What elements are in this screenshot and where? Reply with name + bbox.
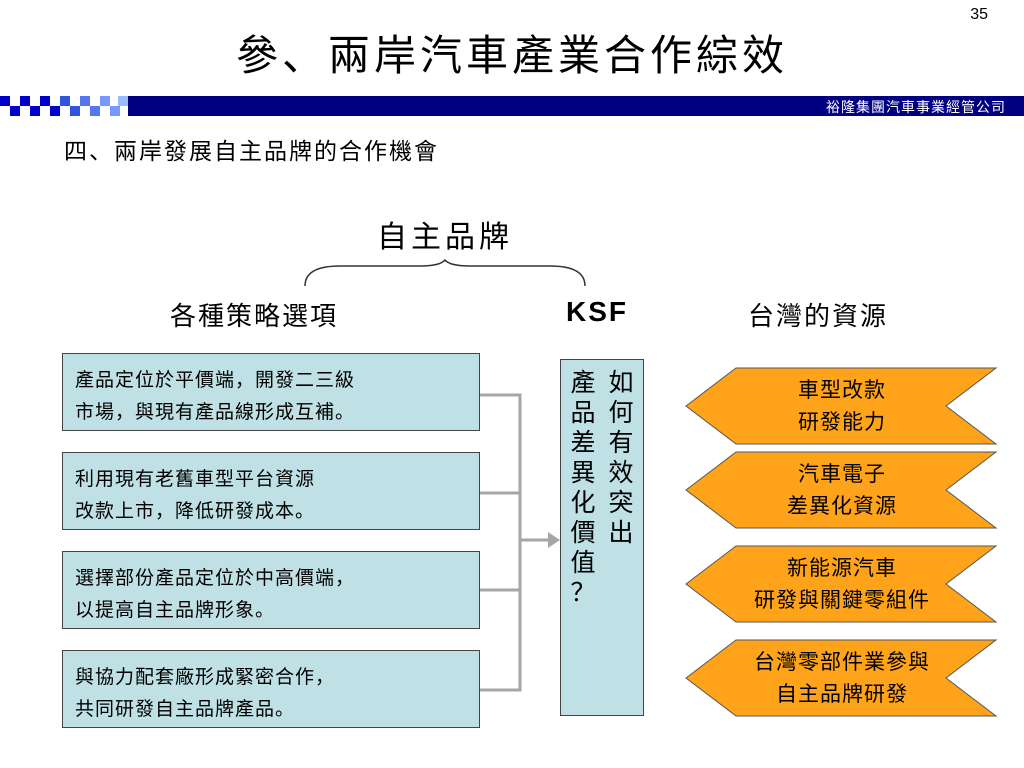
ksf-column-right: 如 何 有 效 突 出	[603, 368, 639, 548]
strategy-box: 與協力配套廠形成緊密合作， 共同研發自主品牌產品。	[62, 650, 480, 728]
ksf-char: 何	[608, 398, 634, 427]
ksf-char: 化	[570, 488, 596, 517]
strategy-box: 利用現有老舊車型平台資源 改款上市，降低研發成本。	[62, 452, 480, 530]
resource-line: 台灣零部件業參與	[754, 650, 930, 674]
column-header-strategy: 各種策略選項	[170, 302, 339, 332]
strategy-line: 產品定位於平價端，開發二三級	[75, 369, 356, 391]
strategy-line: 利用現有老舊車型平台資源	[75, 468, 316, 490]
resource-line: 新能源汽車	[787, 556, 897, 580]
strategy-line: 改款上市，降低研發成本。	[75, 500, 316, 522]
header-bar-fill: 裕隆集團汽車事業經管公司	[128, 96, 1024, 116]
resource-label: 車型改款 研發能力	[692, 374, 992, 438]
company-name: 裕隆集團汽車事業經管公司	[826, 100, 1006, 116]
brace-icon	[304, 258, 586, 287]
ksf-char: ？	[570, 578, 596, 607]
resource-label: 台灣零部件業參與 自主品牌研發	[692, 646, 992, 710]
resource-line: 研發能力	[798, 410, 886, 434]
strategy-line: 選擇部份產品定位於中高價端，	[75, 567, 356, 589]
ksf-char: 效	[608, 458, 634, 487]
pattern-square	[40, 96, 50, 106]
resource-label: 汽車電子 差異化資源	[692, 458, 992, 522]
ksf-char: 品	[570, 398, 596, 427]
pattern-square	[20, 96, 30, 106]
ksf-char: 差	[570, 428, 596, 457]
pattern-square	[110, 106, 120, 116]
pattern-square	[60, 96, 70, 106]
ksf-char: 價	[570, 518, 596, 547]
resource-line: 差異化資源	[787, 494, 897, 518]
strategy-line: 與協力配套廠形成緊密合作，	[75, 666, 336, 688]
pattern-square	[30, 106, 40, 116]
page-number: 35	[970, 6, 988, 23]
ksf-char: 突	[608, 488, 634, 517]
column-header-ksf: KSF	[566, 296, 628, 327]
ksf-box: 產 品 差 異 化 價 值 ？ 如 何 有 效 突 出	[560, 359, 644, 716]
strategy-box: 選擇部份產品定位於中高價端， 以提高自主品牌形象。	[62, 551, 480, 629]
resource-line: 自主品牌研發	[776, 682, 908, 706]
header-bar: 裕隆集團汽車事業經管公司	[0, 96, 1024, 116]
pattern-square	[90, 106, 100, 116]
resource-label: 新能源汽車 研發與關鍵零組件	[692, 552, 992, 616]
ksf-char: 異	[570, 458, 596, 487]
ksf-char: 出	[608, 518, 634, 547]
ksf-column-left: 產 品 差 異 化 價 值 ？	[565, 368, 601, 608]
pattern-square	[100, 96, 110, 106]
pattern-square	[50, 106, 60, 116]
resource-line: 車型改款	[798, 378, 886, 402]
pattern-square	[10, 106, 20, 116]
ksf-char: 值	[570, 548, 596, 577]
connector-line	[480, 393, 522, 692]
ksf-char: 產	[570, 368, 596, 397]
column-header-resource: 台灣的資源	[748, 302, 889, 332]
resource-line: 汽車電子	[798, 462, 886, 486]
strategy-line: 市場，與現有產品線形成互補。	[75, 401, 356, 423]
brand-label: 自主品牌	[377, 220, 513, 255]
resource-line: 研發與關鍵零組件	[754, 588, 930, 612]
strategy-line: 共同研發自主品牌產品。	[75, 698, 296, 720]
strategy-box: 產品定位於平價端，開發二三級 市場，與現有產品線形成互補。	[62, 353, 480, 431]
ksf-char: 如	[608, 368, 634, 397]
slide-title: 參、兩岸汽車產業合作綜效	[235, 31, 788, 80]
pattern-square	[0, 96, 10, 106]
pattern-square	[70, 106, 80, 116]
strategy-line: 以提高自主品牌形象。	[75, 599, 276, 621]
section-subtitle: 四、兩岸發展自主品牌的合作機會	[64, 139, 439, 165]
pattern-square	[80, 96, 90, 106]
arrow-head-icon	[548, 532, 560, 548]
ksf-char: 有	[608, 428, 634, 457]
pattern-square	[118, 96, 128, 106]
